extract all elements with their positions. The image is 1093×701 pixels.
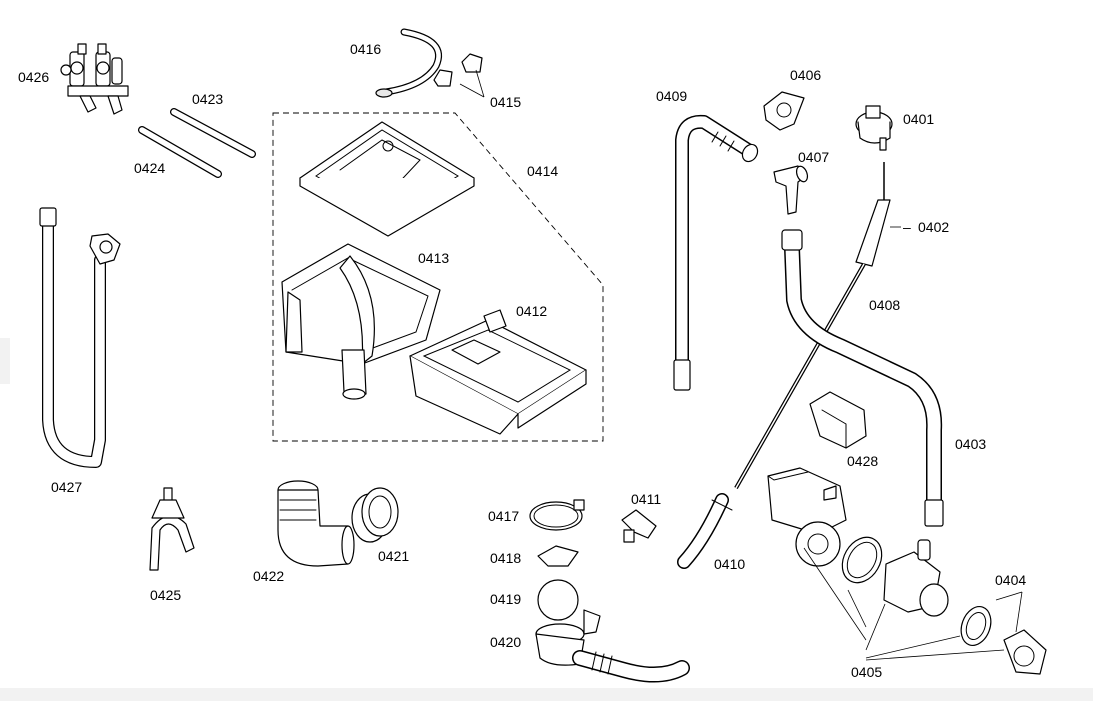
part-0406-bracket[interactable] (763, 91, 805, 131)
label-0412: 0412 (516, 303, 547, 319)
label-0411: 0411 (631, 491, 661, 507)
label-0402-prefix: – (903, 219, 911, 235)
part-0408-tube[interactable] (734, 263, 866, 489)
label-0421: 0421 (378, 548, 409, 564)
label-0413: 0413 (418, 250, 449, 266)
label-0406: 0406 (790, 67, 821, 83)
part-0422-elbow-hose[interactable] (277, 480, 355, 567)
label-0410: 0410 (714, 556, 745, 572)
label-0419: 0419 (490, 591, 521, 607)
part-0401-pressure-switch[interactable] (855, 105, 893, 151)
label-0423: 0423 (192, 91, 223, 107)
part-0407-elbow[interactable] (773, 165, 809, 215)
label-0417: 0417 (488, 508, 519, 524)
label-0405: 0405 (851, 664, 882, 680)
part-0409-hose[interactable] (673, 114, 761, 391)
leader-lines (459, 69, 1023, 661)
part-0405-drain-pump[interactable] (767, 467, 949, 617)
part-0426-inlet-valve[interactable] (60, 43, 129, 115)
part-0413-dispenser-housing[interactable] (281, 243, 441, 400)
label-0404: 0404 (995, 572, 1026, 588)
label-0415: 0415 (490, 94, 521, 110)
part-0428-cover[interactable] (809, 391, 867, 449)
label-0407: 0407 (798, 149, 829, 165)
part-0421-sleeve[interactable] (351, 487, 399, 543)
label-0401: 0401 (903, 111, 934, 127)
part-0420-sump-hose[interactable] (535, 609, 690, 683)
label-0426: 0426 (18, 69, 49, 85)
label-0425: 0425 (150, 587, 181, 603)
part-0427-inlet-hose[interactable] (39, 207, 121, 468)
part-0410-hose[interactable] (677, 493, 733, 569)
label-0403: 0403 (955, 436, 986, 452)
bottom-band (0, 688, 1093, 701)
label-0422: 0422 (253, 568, 284, 584)
label-0418: 0418 (490, 550, 521, 566)
label-0409: 0409 (656, 88, 687, 104)
label-0408: 0408 (869, 297, 900, 313)
label-0428: 0428 (847, 453, 878, 469)
part-0414-dispenser-lid[interactable] (299, 121, 475, 237)
part-0415-clips[interactable] (433, 53, 483, 87)
part-0416-hose[interactable] (375, 28, 443, 98)
part-0425-hose-clip[interactable] (149, 487, 195, 571)
part-0417-ring[interactable] (529, 499, 585, 531)
label-0402: 0402 (918, 219, 949, 235)
label-0414: 0414 (527, 163, 558, 179)
part-0424-rod[interactable] (138, 126, 222, 178)
left-edge-tab (0, 338, 10, 384)
part-labels: 0426 0423 0424 0427 0425 0416 0415 0414 … (18, 41, 1026, 680)
label-0427: 0427 (51, 479, 82, 495)
part-0418-valve[interactable] (537, 545, 579, 567)
part-0419-ball[interactable] (537, 579, 579, 621)
part-0411-clip[interactable] (621, 509, 657, 543)
part-0423-rod[interactable] (170, 108, 256, 158)
part-0403-drain-hose[interactable] (781, 229, 944, 527)
label-0424: 0424 (134, 160, 165, 176)
label-0416: 0416 (350, 41, 381, 57)
dispenser-group-outline (272, 112, 604, 442)
part-0412-dispenser-drawer[interactable] (409, 309, 587, 435)
label-0420: 0420 (490, 634, 521, 650)
part-0404-filter-cap[interactable] (956, 602, 1047, 675)
part-0402-pressure-hose[interactable] (855, 162, 891, 267)
